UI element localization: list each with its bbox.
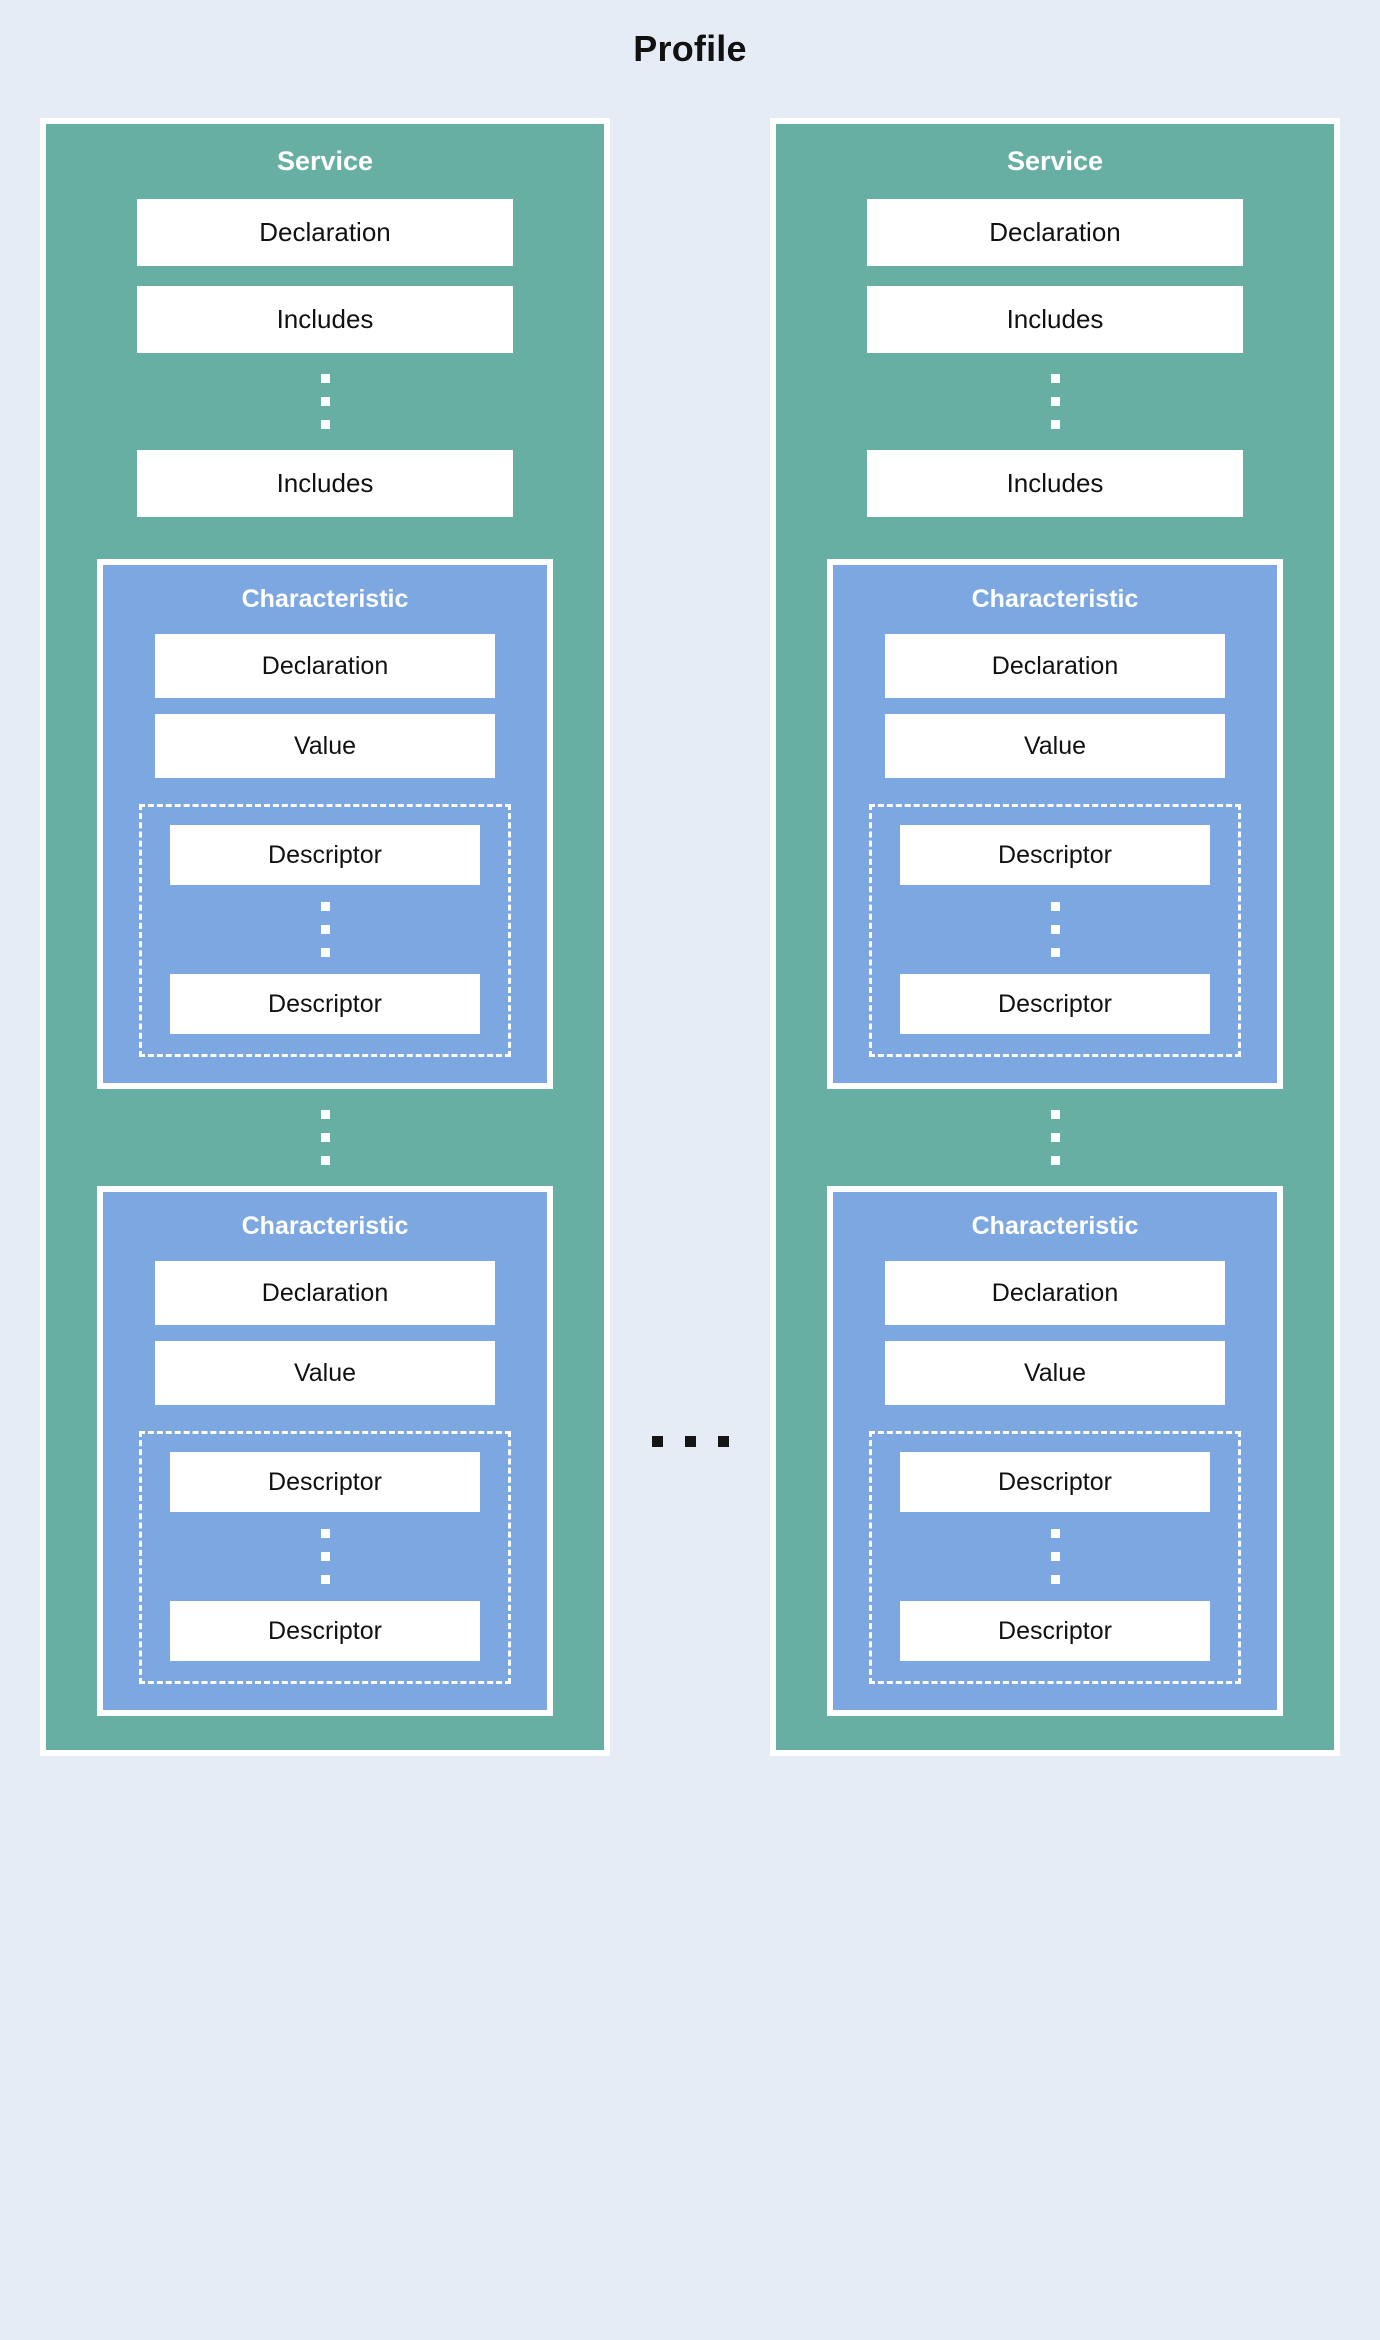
- characteristic-slot-value: Value: [885, 1341, 1225, 1405]
- ellipsis-dot: [320, 948, 330, 957]
- ellipsis-dot: [320, 1575, 330, 1584]
- service-slot-includes-first: Includes: [137, 286, 513, 353]
- vertical-ellipsis-icon: [320, 895, 330, 964]
- ellipsis-dot: [1050, 948, 1060, 957]
- vertical-ellipsis-icon: [320, 1522, 330, 1591]
- ellipsis-dot: [1050, 1575, 1060, 1584]
- characteristic-title: Characteristic: [971, 585, 1139, 613]
- services-gap: [610, 118, 770, 2278]
- ellipsis-dot: [320, 397, 330, 406]
- ellipsis-dot: [320, 1156, 330, 1165]
- ellipsis-dot: [320, 1110, 330, 1119]
- service-title: Service: [276, 146, 374, 176]
- descriptor-slot-last: Descriptor: [170, 1601, 480, 1661]
- descriptor-slot-first: Descriptor: [170, 1452, 480, 1512]
- ellipsis-dot: [320, 1552, 330, 1561]
- service-block-1: Service Declaration Includes Includes Ch…: [770, 118, 1340, 1756]
- descriptor-slot-last: Descriptor: [170, 974, 480, 1034]
- service-slot-includes-first: Includes: [867, 286, 1243, 353]
- characteristic-title: Characteristic: [241, 1212, 409, 1240]
- characteristic-slot-value: Value: [885, 714, 1225, 778]
- characteristic-slot-value: Value: [155, 714, 495, 778]
- ellipsis-dot: [1050, 1552, 1060, 1561]
- vertical-ellipsis-icon: [320, 367, 330, 436]
- services-container: Service Declaration Includes Includes Ch…: [0, 118, 1380, 2278]
- characteristic-slot-declaration: Declaration: [155, 634, 495, 698]
- ellipsis-dot: [1050, 1133, 1060, 1142]
- service-title: Service: [1006, 146, 1104, 176]
- ellipsis-dot: [1050, 1156, 1060, 1165]
- service-slot-includes-last: Includes: [867, 450, 1243, 517]
- descriptor-slot-last: Descriptor: [900, 974, 1210, 1034]
- ellipsis-dot: [320, 1133, 330, 1142]
- characteristic-block-0: Characteristic Declaration Value Descrip…: [97, 559, 553, 1089]
- horizontal-ellipsis-icon: [610, 1436, 770, 1447]
- descriptor-group: Descriptor Descriptor: [869, 804, 1241, 1057]
- ellipsis-dot: [320, 925, 330, 934]
- ellipsis-dot: [1050, 1529, 1060, 1538]
- ellipsis-dot: [1050, 420, 1060, 429]
- ellipsis-dot: [320, 902, 330, 911]
- ellipsis-dot: [320, 420, 330, 429]
- characteristic-slot-declaration: Declaration: [155, 1261, 495, 1325]
- descriptor-slot-last: Descriptor: [900, 1601, 1210, 1661]
- service-slot-declaration: Declaration: [137, 199, 513, 266]
- service-block-0: Service Declaration Includes Includes Ch…: [40, 118, 610, 1756]
- vertical-ellipsis-icon: [1050, 367, 1060, 436]
- descriptor-slot-first: Descriptor: [900, 1452, 1210, 1512]
- descriptor-group: Descriptor Descriptor: [139, 804, 511, 1057]
- characteristic-block-1: Characteristic Declaration Value Descrip…: [97, 1186, 553, 1716]
- ellipsis-dot: [1050, 374, 1060, 383]
- ellipsis-dot: [717, 1436, 729, 1447]
- vertical-ellipsis-icon: [1050, 1522, 1060, 1591]
- descriptor-group: Descriptor Descriptor: [139, 1431, 511, 1684]
- vertical-ellipsis-icon: [1050, 1103, 1060, 1172]
- characteristic-title: Characteristic: [971, 1212, 1139, 1240]
- ellipsis-dot: [1050, 925, 1060, 934]
- characteristic-block-0: Characteristic Declaration Value Descrip…: [827, 559, 1283, 1089]
- ellipsis-dot: [320, 374, 330, 383]
- characteristic-slot-declaration: Declaration: [885, 1261, 1225, 1325]
- ellipsis-dot: [1050, 902, 1060, 911]
- ellipsis-dot: [651, 1436, 663, 1447]
- page-title: Profile: [633, 28, 747, 69]
- characteristic-title: Characteristic: [241, 585, 409, 613]
- characteristic-slot-declaration: Declaration: [885, 634, 1225, 698]
- descriptor-slot-first: Descriptor: [170, 825, 480, 885]
- ellipsis-dot: [1050, 397, 1060, 406]
- service-slot-declaration: Declaration: [867, 199, 1243, 266]
- descriptor-slot-first: Descriptor: [900, 825, 1210, 885]
- vertical-ellipsis-icon: [320, 1103, 330, 1172]
- ellipsis-dot: [320, 1529, 330, 1538]
- service-slot-includes-last: Includes: [137, 450, 513, 517]
- vertical-ellipsis-icon: [1050, 895, 1060, 964]
- ellipsis-dot: [684, 1436, 696, 1447]
- ellipsis-dot: [1050, 1110, 1060, 1119]
- characteristic-block-1: Characteristic Declaration Value Descrip…: [827, 1186, 1283, 1716]
- characteristic-slot-value: Value: [155, 1341, 495, 1405]
- descriptor-group: Descriptor Descriptor: [869, 1431, 1241, 1684]
